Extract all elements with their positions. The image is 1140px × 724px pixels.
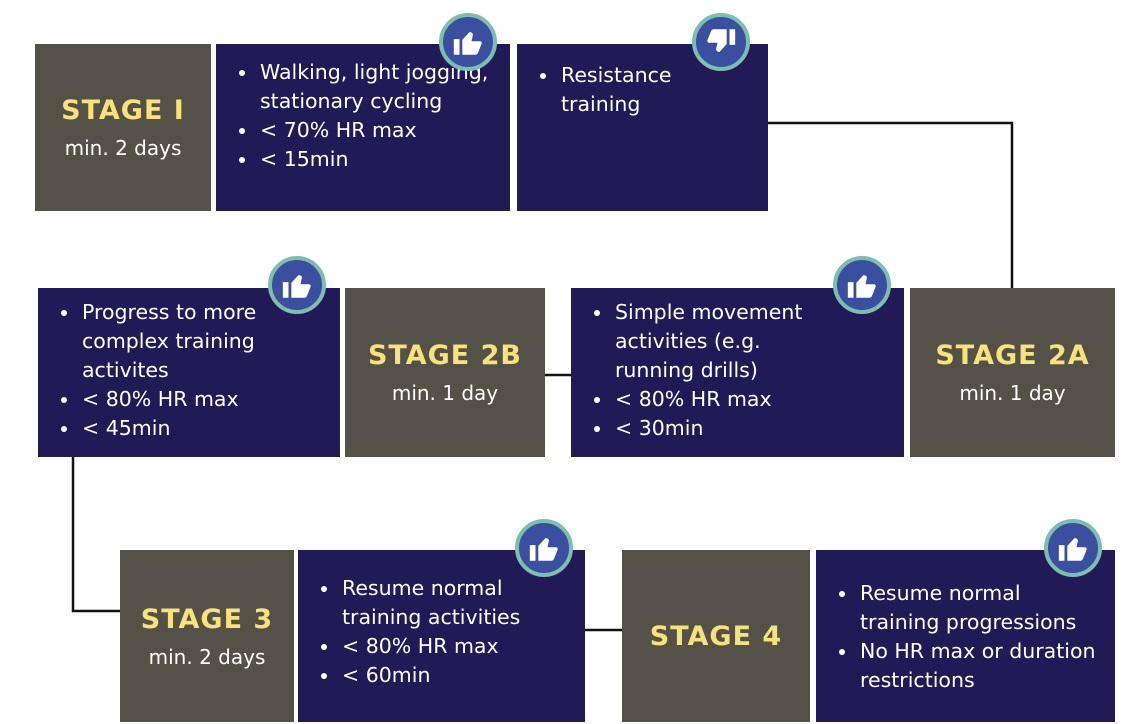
stage-1-box: STAGE I min. 2 days <box>35 44 211 211</box>
stage-3-box: STAGE 3 min. 2 days <box>120 550 294 722</box>
avoid-badge <box>692 13 750 71</box>
activity-item: Walking, light jogging, stationary cycli… <box>258 58 494 116</box>
approve-badge <box>833 256 891 314</box>
approve-badge <box>439 13 497 71</box>
stage-title: STAGE 2A <box>935 340 1090 371</box>
activity-item: No HR max or duration restrictions <box>858 637 1099 695</box>
stage-2b-box: STAGE 2B min. 1 day <box>345 288 545 457</box>
stage-duration: min. 2 days <box>148 644 266 669</box>
approve-badge <box>1044 519 1102 577</box>
activity-item: Progress to more complex training activi… <box>80 298 324 385</box>
stage-duration: min. 1 day <box>391 381 499 405</box>
thumbs-up-icon <box>847 275 876 298</box>
thumbs-up-icon <box>1058 538 1087 561</box>
stage-title: STAGE 2B <box>367 340 523 371</box>
approve-badge <box>268 256 326 314</box>
thumbs-up-icon <box>282 275 311 298</box>
activity-list: Walking, light jogging, stationary cycli… <box>238 58 494 174</box>
thumbs-down-icon <box>707 29 736 52</box>
activity-list: Progress to more complex training activi… <box>60 298 324 443</box>
activity-item: < 70% HR max <box>258 116 494 145</box>
approve-badge <box>515 519 573 577</box>
stage-title: STAGE I <box>61 95 185 126</box>
stage-4-box: STAGE 4 <box>622 550 810 722</box>
activity-item: Resistance training <box>559 61 752 119</box>
activity-item: < 60min <box>340 661 569 690</box>
activity-item: < 15min <box>258 145 494 174</box>
activity-item: < 45min <box>80 414 324 443</box>
activity-item: < 80% HR max <box>613 385 888 414</box>
stage-3-activities: Resume normal training activities < 80% … <box>298 550 585 722</box>
stage-1-avoid-activities: Resistance training <box>517 44 768 211</box>
activity-item: < 80% HR max <box>80 385 324 414</box>
connector-stage1-to-stage2a <box>768 121 1014 288</box>
stage-2a-box: STAGE 2A min. 1 day <box>910 288 1115 457</box>
stage-2a-activities: Simple movement activities (e.g. running… <box>571 288 904 457</box>
activity-list: Resume normal training progressions No H… <box>838 579 1099 695</box>
activity-list: Resume normal training activities < 80% … <box>320 574 569 690</box>
stage-2b-activities: Progress to more complex training activi… <box>38 288 340 457</box>
connector-stage2b-to-stage3 <box>71 457 120 613</box>
stage-title: STAGE 3 <box>140 603 274 635</box>
thumbs-up-icon <box>529 538 558 561</box>
activity-item: < 30min <box>613 414 888 443</box>
activity-item: Resume normal training progressions <box>858 579 1099 637</box>
stage-1-allowed-activities: Walking, light jogging, stationary cycli… <box>216 44 510 211</box>
stage-duration: min. 2 days <box>64 136 182 160</box>
stage-4-activities: Resume normal training progressions No H… <box>816 550 1115 722</box>
activity-item: Simple movement activities (e.g. running… <box>613 298 888 385</box>
activity-list: Resistance training <box>539 61 752 119</box>
stage-title: STAGE 4 <box>649 620 783 652</box>
activity-list: Simple movement activities (e.g. running… <box>593 298 888 443</box>
activity-item: < 80% HR max <box>340 632 569 661</box>
activity-item: Resume normal training activities <box>340 574 569 632</box>
thumbs-up-icon <box>453 32 482 55</box>
stage-duration: min. 1 day <box>959 381 1066 405</box>
